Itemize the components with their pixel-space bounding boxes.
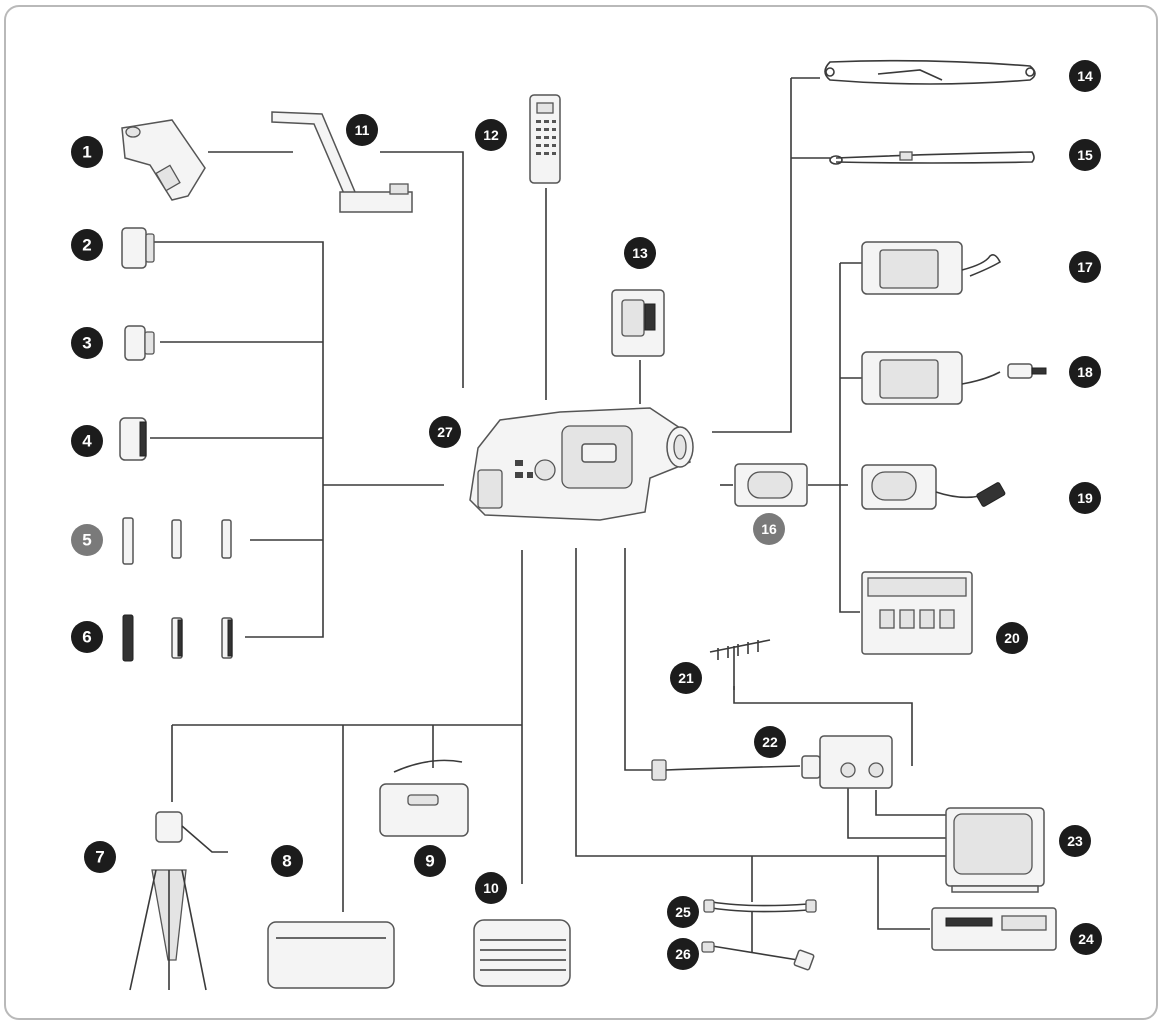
item-badge-5: 5 [71,524,103,556]
svg-text:27: 27 [437,424,453,440]
item-badge-4: 4 [71,425,103,457]
svg-text:1: 1 [82,143,91,162]
item-badge-18: 18 [1069,356,1101,388]
item-badge-14: 14 [1069,60,1101,92]
item-badge-25: 25 [667,896,699,928]
svg-text:19: 19 [1077,490,1093,506]
battery-pack-icon [735,464,807,506]
item-badge-21: 21 [670,662,702,694]
svg-text:15: 15 [1077,147,1093,163]
svg-text:14: 14 [1077,68,1093,84]
svg-text:23: 23 [1067,833,1083,849]
svg-text:13: 13 [632,245,648,261]
item-badge-9: 9 [414,845,446,877]
svg-text:26: 26 [675,946,691,962]
item-badge-6: 6 [71,621,103,653]
remote-control-icon [530,95,560,183]
multi-charger-icon [862,572,972,654]
vcr-icon [932,908,1056,950]
item-badge-19: 19 [1069,482,1101,514]
svg-text:16: 16 [761,521,777,537]
item-badge-11: 11 [346,114,378,146]
svg-text:12: 12 [483,127,499,143]
item-badge-15: 15 [1069,139,1101,171]
svg-text:3: 3 [82,334,91,353]
item-badge-17: 17 [1069,251,1101,283]
item-badge-16: 16 [753,513,785,545]
item-badge-2: 2 [71,229,103,261]
svg-text:24: 24 [1078,931,1094,947]
item-badge-3: 3 [71,327,103,359]
item-badge-7: 7 [84,841,116,873]
item-badge-1: 1 [71,136,103,168]
lens-2-icon [122,228,154,268]
svg-text:20: 20 [1004,630,1020,646]
item-badge-13: 13 [624,237,656,269]
hard-case-icon [474,920,570,986]
item-badge-12: 12 [475,119,507,151]
svg-text:11: 11 [355,122,370,138]
svg-text:2: 2 [82,236,91,255]
svg-text:6: 6 [82,628,91,647]
svg-text:17: 17 [1077,259,1093,275]
item-badge-27: 27 [429,416,461,448]
svg-text:5: 5 [82,531,91,550]
tv-icon [946,808,1044,892]
svg-text:7: 7 [95,848,104,867]
svg-text:18: 18 [1077,364,1093,380]
item-badge-26: 26 [667,938,699,970]
svg-text:22: 22 [762,734,778,750]
item-badge-24: 24 [1070,923,1102,955]
svg-text:10: 10 [483,880,499,896]
item-badge-20: 20 [996,622,1028,654]
lens-4-icon [120,418,146,460]
soft-case-icon [268,922,394,988]
item-badge-8: 8 [271,845,303,877]
svg-text:21: 21 [678,670,694,686]
svg-text:9: 9 [425,852,434,871]
item-badge-22: 22 [754,726,786,758]
item-badge-23: 23 [1059,825,1091,857]
cassette-adapter-icon [612,290,664,356]
svg-text:25: 25 [675,904,691,920]
item-badge-10: 10 [475,872,507,904]
svg-text:8: 8 [282,852,291,871]
svg-text:4: 4 [82,432,92,451]
